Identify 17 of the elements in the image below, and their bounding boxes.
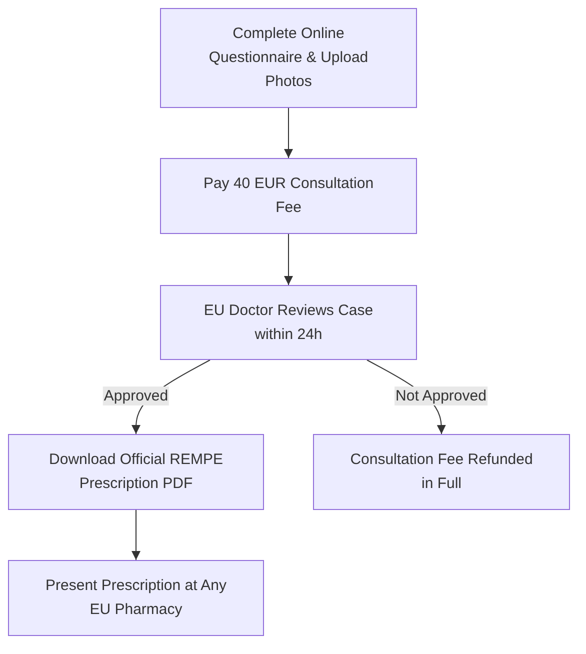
process-box — [313, 434, 570, 510]
arrow — [284, 234, 293, 286]
step-text: Pay 40 EUR Consultation Fee — [202, 174, 375, 218]
process-box — [8, 560, 264, 636]
edge-label: Approved — [102, 386, 170, 406]
edge-label: Not Approved — [394, 386, 488, 406]
process-box — [160, 158, 417, 234]
step-text: Download Official REMPE Prescription PDF — [48, 450, 224, 494]
step-text: Consultation Fee Refunded in Full — [349, 450, 534, 494]
arrow — [284, 108, 293, 158]
process-box — [160, 8, 417, 108]
step-text: Present Prescription at Any EU Pharmacy — [44, 576, 228, 620]
process-box — [160, 285, 417, 360]
process-box — [8, 434, 264, 510]
step-text: EU Doctor Reviews Case within 24h — [202, 300, 374, 344]
step-text: Complete Online Questionnaire & Upload Photos — [208, 24, 370, 92]
arrow — [132, 510, 140, 560]
